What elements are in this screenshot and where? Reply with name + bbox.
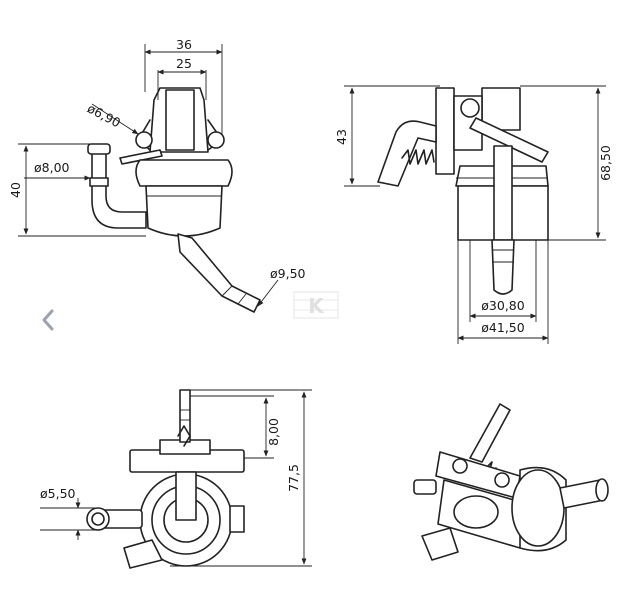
dim-width-outer: 36 (176, 37, 192, 52)
dim-body-diameter-outer: ø41,50 (481, 320, 524, 335)
view-side: 43 68,50 ø30,80 ø41,50 (334, 85, 613, 344)
dim-outlet-diameter: ø9,50 (270, 266, 306, 281)
view-front: 36 25 ø6,90 ø8,00 40 ø9,50 (8, 37, 306, 313)
dim-height-total-top: 77,5 (286, 464, 301, 492)
dim-inlet-height: 40 (8, 182, 23, 198)
dim-width-inner: 25 (176, 56, 192, 71)
watermark-logo: K (293, 291, 339, 319)
dim-pipe-diameter: ø5,50 (40, 486, 76, 501)
view-isometric (413, 403, 609, 561)
dim-inlet-diameter: ø8,00 (34, 160, 70, 175)
chevron-left-icon (42, 309, 54, 331)
dim-height-upper: 43 (334, 129, 349, 145)
dim-body-diameter-inner: ø30,80 (481, 298, 524, 313)
previous-image-button[interactable] (36, 305, 60, 335)
dim-lever-offset: 8,00 (266, 418, 281, 446)
dim-height-total: 68,50 (598, 145, 613, 181)
view-top: 8,00 77,5 ø5,50 (40, 389, 312, 569)
watermark-glyph: K (308, 294, 325, 318)
dim-hole-diameter: ø6,90 (85, 100, 123, 130)
